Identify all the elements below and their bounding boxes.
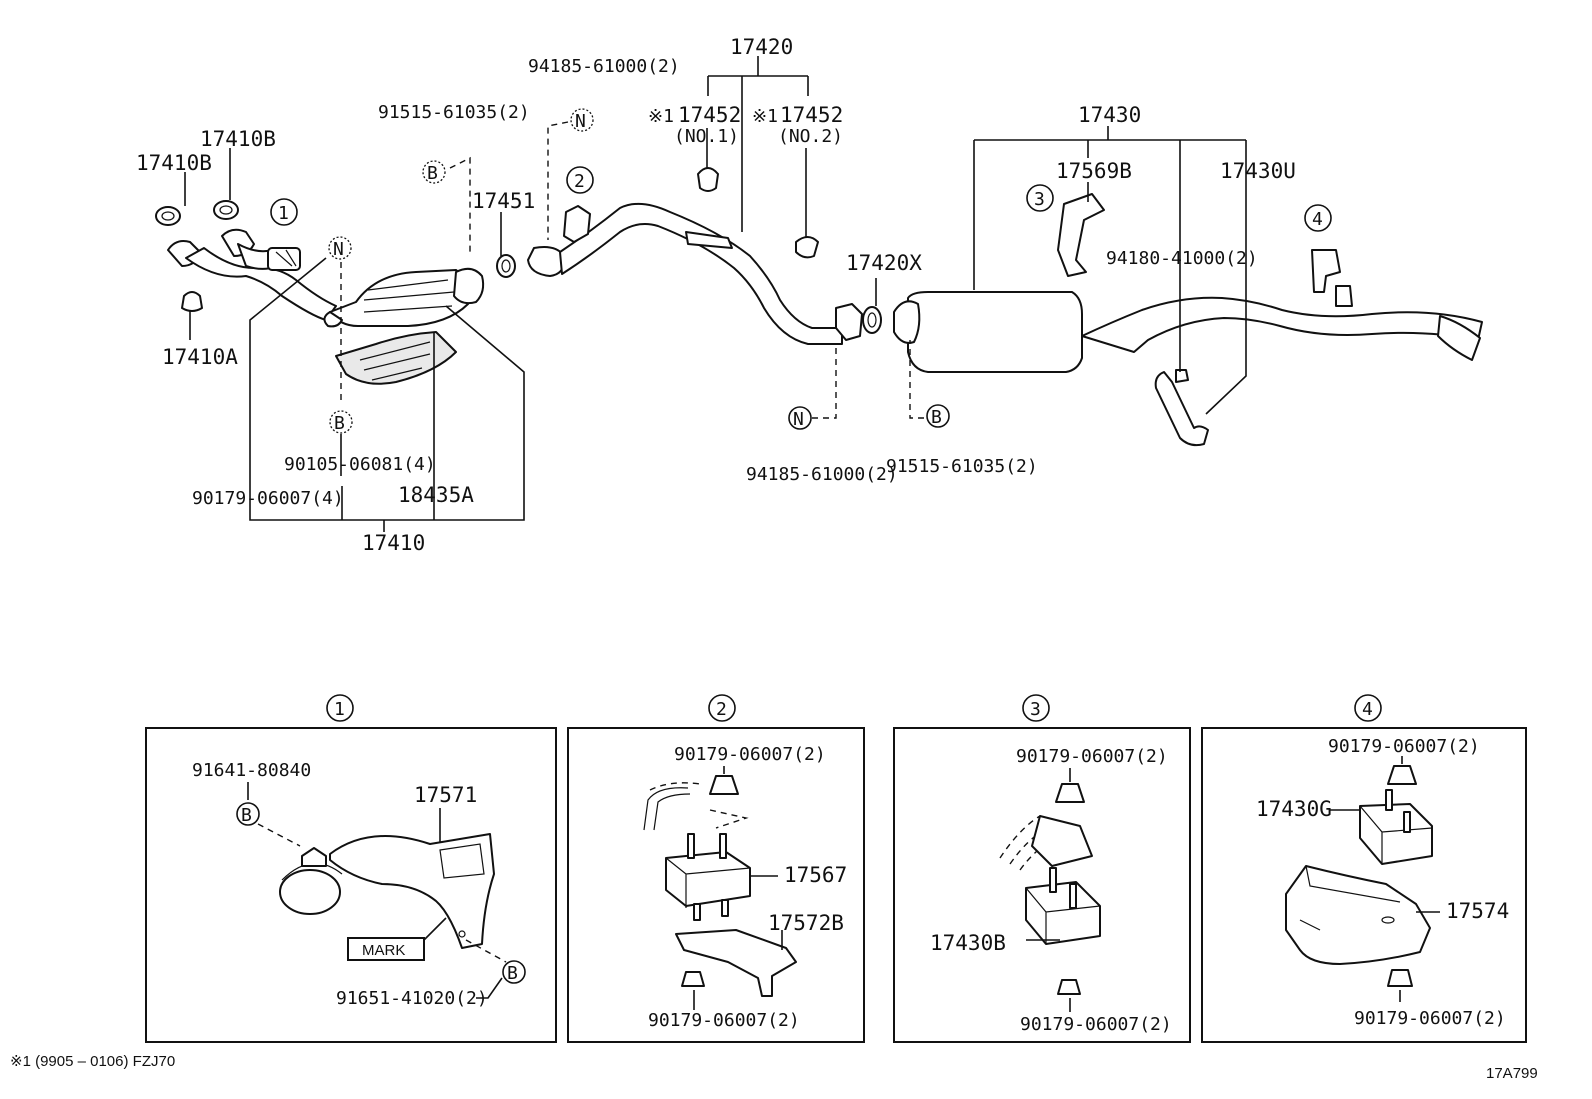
label-17420: 17420 [730,35,793,59]
label-90179-06007-p2-bottom: 90179-06007(2) [648,1010,800,1031]
callout-1: 1 [278,203,289,224]
bracket-17574 [1285,865,1431,965]
nut-top [1387,765,1417,785]
label-17572b: 17572B [768,911,844,935]
label-91641-80840: 91641-80840 [192,760,311,781]
callout-4: 4 [1312,209,1323,230]
figure-id: 17A799 [1486,1065,1538,1082]
label-17567: 17567 [784,863,847,887]
hanger-17430u [1154,371,1209,447]
mount-17430b [1025,881,1101,945]
panel-2-number: 2 [716,699,727,720]
marker-b: B [507,963,518,984]
label-17410: 17410 [362,531,425,555]
label-17430: 17430 [1078,103,1141,127]
detail-panel-4: 4 90179-06007(2) 17430G 17574 90179-0600… [1201,694,1527,1043]
callout-3: 3 [1034,189,1045,210]
mount-17430g [1359,803,1433,865]
clamp-17452-no2 [795,236,819,259]
gasket-17420x [862,306,882,334]
label-94185-61000-a: 94185-61000(2) [528,56,680,77]
heat-insulator-18435a [335,331,457,385]
gasket-17410b-left [155,206,181,226]
clamp-band [279,869,341,915]
label-17451: 17451 [472,189,535,213]
detail-panel-1: 1 91641-80840 B 17571 MARK B 91651-41020… [145,694,557,1043]
label-17420x: 17420X [846,251,922,275]
label-17452-no2-suffix: (NO.2) [778,126,843,147]
label-90179-06007-p4-top: 90179-06007(2) [1328,736,1480,757]
label-17571: 17571 [414,783,477,807]
label-note-mark: ※1 [752,106,778,127]
marker-b: B [241,805,252,826]
catalytic-converter [323,267,485,328]
label-90179-06007-4: 90179-06007(4) [192,488,344,509]
detail-panel-3: 3 90179-06007(2) 17430B 90179-06007(2) [893,694,1191,1043]
nut-bottom [1057,979,1081,995]
label-91515-61035-b: 91515-61035(2) [886,456,1038,477]
label-94180-41000: 94180-41000(2) [1106,248,1258,269]
bracket-17572b [675,929,797,997]
marker-n: N [333,239,344,260]
label-17452-no2: 17452 [780,103,843,127]
marker-b: B [427,163,438,184]
front-exhaust-pipe [167,228,337,321]
panel-1-number: 1 [334,699,345,720]
label-18435a: 18435A [398,483,474,507]
label-17452-no1: 17452 [678,103,741,127]
nut-17410a [181,291,203,312]
footnote: ※1 (9905 – 0106) FZJ70 [10,1053,175,1070]
top-view-callouts: 1 2 3 4 [270,166,1332,232]
nut-top [1055,783,1085,803]
bracket-17571 [329,833,495,949]
label-91651-41020: 91651-41020(2) [336,988,488,1009]
bracket-17569b [1057,193,1105,277]
label-17574: 17574 [1446,899,1509,923]
label-17410b-upper: 17410B [200,127,276,151]
clamp-17452-no1 [697,167,719,192]
label-94185-61000-b: 94185-61000(2) [746,464,898,485]
bracket-4-tail [1311,249,1341,293]
label-90179-06007-p4-bottom: 90179-06007(2) [1354,1008,1506,1029]
marker-n: N [575,111,586,132]
tail-pipe-muffler [893,285,1483,373]
label-90179-06007-p3-top: 90179-06007(2) [1016,746,1168,767]
detail-panel-2: 2 90179-06007(2) 17567 17572B 90179-0600… [567,694,865,1043]
label-17410b-lower: 17410B [136,151,212,175]
nut-bottom [1387,969,1413,987]
center-exhaust-pipe [527,202,863,345]
nut-bottom [681,971,705,987]
callout-2: 2 [574,171,585,192]
label-17430g: 17430G [1256,797,1332,821]
top-markers: B N N B N B [328,108,950,434]
label-90179-06007-p2-top: 90179-06007(2) [674,744,826,765]
top-leader-lines [184,56,1247,532]
top-dashed-lines [340,121,924,419]
nut-top [709,775,739,795]
label-17430b: 17430B [930,931,1006,955]
label-17430u: 17430U [1220,159,1296,183]
top-labels: 17420 94185-61000(2) ※1 17452 (NO.1) ※1 … [136,35,1296,555]
marker-n: N [793,409,804,430]
gasket-17410b-right [213,200,239,220]
marker-b: B [931,407,942,428]
mount-17567 [665,851,751,907]
label-90105-06081: 90105-06081(4) [284,454,436,475]
mark-label-box [347,937,425,961]
panel-4-number: 4 [1362,699,1373,720]
label-note-mark: ※1 [648,106,674,127]
gasket-17451 [496,254,516,278]
label-17452-no1-suffix: (NO.1) [674,126,739,147]
label-mark: MARK [362,942,405,959]
label-17569b: 17569B [1056,159,1132,183]
marker-b: B [334,413,345,434]
label-90179-06007-p3-bottom: 90179-06007(2) [1020,1014,1172,1035]
label-91515-61035-a: 91515-61035(2) [378,102,530,123]
label-17410a: 17410A [162,345,238,369]
panel-3-number: 3 [1030,699,1041,720]
